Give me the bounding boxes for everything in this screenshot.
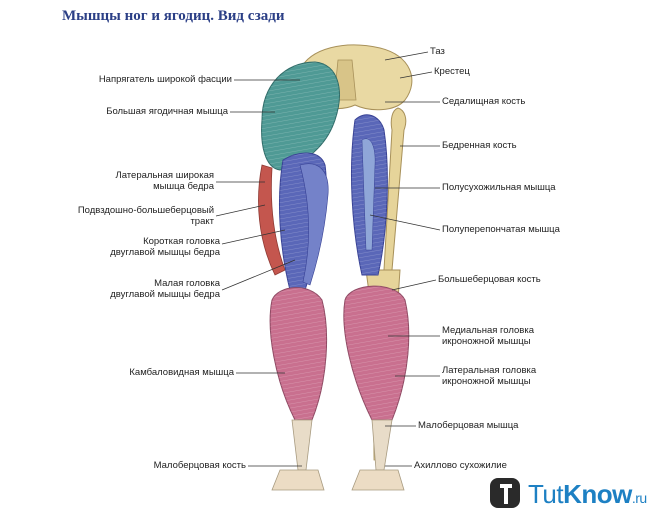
label-tensor: Напрягатель широкой фасции xyxy=(99,74,232,85)
label-pelvis: Таз xyxy=(430,46,445,57)
label-achilles: Ахиллово сухожилие xyxy=(414,460,507,471)
tutknow-logo[interactable]: TutKnow.ru xyxy=(486,474,646,514)
label-gluteus: Большая ягодичная мышца xyxy=(106,106,228,117)
label-sacrum: Крестец xyxy=(434,66,470,77)
label-soleus: Камбаловидная мышца xyxy=(129,367,234,378)
label-tibia: Большеберцовая кость xyxy=(438,274,541,285)
label-fibula: Малоберцовая кость xyxy=(154,460,246,471)
right-thigh-muscles xyxy=(351,115,387,275)
label-semimembranosus: Полуперепончатая мышца xyxy=(442,224,560,235)
right-calf-muscles xyxy=(344,286,409,490)
label-femur: Бедренная кость xyxy=(442,140,517,151)
left-calf-muscles xyxy=(270,288,326,490)
label-semitendinosus: Полусухожильная мышца xyxy=(442,182,556,193)
logo-icon xyxy=(486,474,526,514)
left-thigh-muscles xyxy=(258,62,339,290)
label-peroneus: Малоберцовая мышца xyxy=(418,420,518,431)
label-ischium: Седалищная кость xyxy=(442,96,525,107)
logo-text: TutKnow.ru xyxy=(528,479,647,510)
